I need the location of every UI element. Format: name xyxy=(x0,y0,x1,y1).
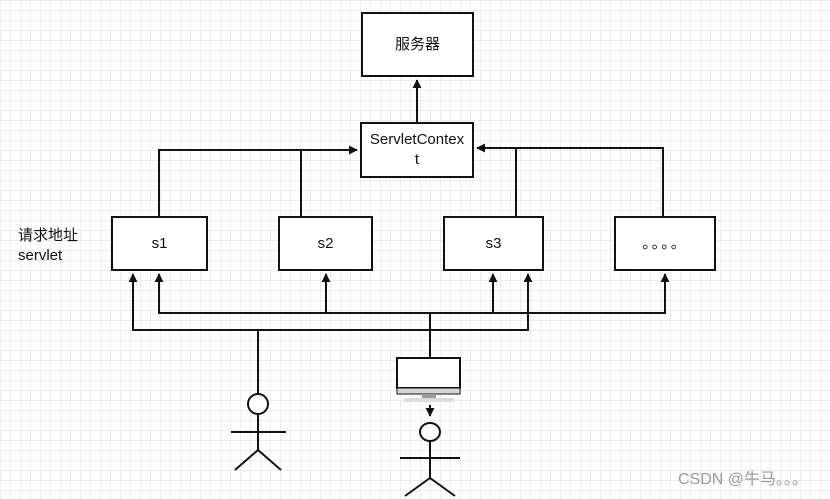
request-line-more xyxy=(430,273,670,314)
servlet-s3-label: s3 xyxy=(485,234,502,252)
more-servlets-label: 。。。。 xyxy=(642,234,688,252)
request-address-label: 请求地址 servlet xyxy=(18,226,78,266)
servlet-s1-node: s1 xyxy=(111,216,208,271)
connector-more-to-context xyxy=(476,143,664,216)
user-1-icon xyxy=(231,393,286,471)
servlet-s2-label: s2 xyxy=(317,234,334,252)
server-node-label: 服务器 xyxy=(394,35,440,53)
user-2-icon xyxy=(400,405,460,497)
servlet-s2-node: s2 xyxy=(278,216,373,271)
servlet-s1-label: s1 xyxy=(151,234,168,252)
request-address-line1: 请求地址 xyxy=(18,227,79,244)
request-line-s1-left xyxy=(128,273,259,415)
connector-s1-to-context xyxy=(158,145,358,216)
request-line-s1-inner xyxy=(154,273,430,314)
servlet-context-node: ServletContext xyxy=(360,122,474,178)
watermark: CSDN @牛马。。。 xyxy=(677,471,808,488)
servlet-context-node-label: ServletContext xyxy=(369,131,465,168)
servlet-s3-node: s3 xyxy=(443,216,544,271)
server-node: 服务器 xyxy=(361,12,474,77)
monitor-icon xyxy=(396,357,461,402)
request-line-s3-right xyxy=(258,273,533,331)
more-servlets-node: 。。。。 xyxy=(614,216,716,271)
request-address-line2: servlet xyxy=(18,247,63,264)
